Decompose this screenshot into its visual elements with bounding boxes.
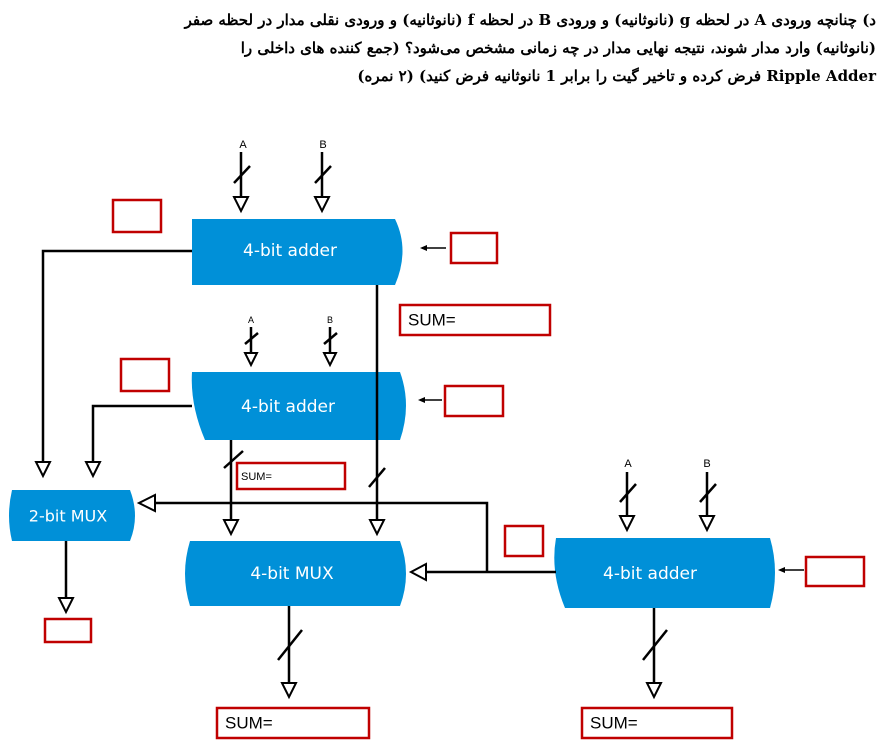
adder-top: 4-bit adder <box>192 219 403 285</box>
adder-top-input-b-label: B <box>319 139 326 151</box>
adder-top-body <box>192 219 403 285</box>
sum-box-right-frame[interactable] <box>580 706 734 740</box>
adder-right-label: 4-bit adder <box>603 564 697 584</box>
arrow-4bit-mux-out <box>280 682 298 700</box>
wire-top-adder-to-2bit-mux <box>41 249 192 462</box>
sum-box-mid: SUM= <box>235 461 347 491</box>
bus-slash-right-out <box>642 629 668 661</box>
adder-mid-label: 4-bit adder <box>241 397 335 417</box>
answer-box-top-left[interactable] <box>111 198 163 234</box>
arrow-4bit-mux-in-right <box>368 519 386 537</box>
adder-right-input-a-label: A <box>624 458 632 470</box>
bus-slash-mid-sum <box>223 450 244 469</box>
arrow-right-adder-out <box>645 682 663 700</box>
mux-4bit-body <box>185 541 406 606</box>
question-line-2: (نانوثانیه) وارد مدار شوند، نتیجه نهایی … <box>240 39 876 57</box>
sum-box-top-label: SUM= <box>408 310 456 329</box>
mux-4bit: 4-bit MUX <box>185 541 406 606</box>
adder-top-arrow-a <box>232 196 250 214</box>
adder-right-bus-slash-a <box>619 483 637 503</box>
adder-mid-bus-slash-a <box>244 332 259 345</box>
sum-box-mux: SUM= <box>215 706 371 740</box>
answer-box-right-carry[interactable] <box>804 555 866 588</box>
mux-4bit-label: 4-bit MUX <box>250 564 334 584</box>
arrow-select-2bit-mux <box>136 493 156 513</box>
bus-slash-4bit-mux-out <box>277 629 303 661</box>
adder-top-bus-slash-a <box>233 165 251 184</box>
sum-box-top: SUM= <box>398 303 552 337</box>
adder-right-arrow-b <box>698 515 716 533</box>
sum-box-right: SUM= <box>580 706 734 740</box>
arrow-2bit-mux-in-right <box>84 461 102 479</box>
arrow-4bit-mux-in-left <box>222 519 240 537</box>
adder-top-bus-slash-b <box>314 165 332 184</box>
mux-2bit-body <box>9 490 135 541</box>
adder-mid-body <box>191 372 406 440</box>
mux-2bit-label: 2-bit MUX <box>29 507 107 526</box>
sum-box-top-frame[interactable] <box>398 303 552 337</box>
adder-mid-arrow-a <box>243 352 259 368</box>
adder-right-input-b-label: B <box>703 458 710 470</box>
question-text: د) چنانچه ورودی A در لحظه g (نانوثانیه) … <box>10 6 876 90</box>
answer-box-mid-left[interactable] <box>119 357 171 393</box>
answer-box-right-select[interactable] <box>503 524 545 558</box>
mux-2bit: 2-bit MUX <box>9 490 135 541</box>
adder-mid-arrow-b <box>322 352 338 368</box>
sum-box-mid-label: SUM= <box>241 471 272 483</box>
adder-mid-input-b-label: B <box>327 315 333 325</box>
adder-right-body <box>554 538 775 608</box>
adder-mid-input-a-label: A <box>248 315 254 325</box>
adder-top-input-a-label: A <box>239 139 247 151</box>
bus-slash-top-sum <box>368 467 386 488</box>
question-line-1: د) چنانچه ورودی A در لحظه g (نانوثانیه) … <box>184 11 876 29</box>
adder-right-bus-slash-b <box>699 483 717 503</box>
sum-box-mux-label: SUM= <box>225 713 273 732</box>
arrow-select-4bit-mux <box>408 562 427 582</box>
sum-box-mux-frame[interactable] <box>215 706 371 740</box>
carry-arrow-top <box>420 245 427 251</box>
adder-mid-bus-slash-b <box>323 332 338 345</box>
wire-mid-adder-to-2bit-mux <box>91 404 192 462</box>
answer-box-mid-carry[interactable] <box>443 384 505 418</box>
wire-select-to-2bit-mux <box>155 501 489 572</box>
sum-box-right-label: SUM= <box>590 713 638 732</box>
answer-box-top-carry[interactable] <box>449 231 499 265</box>
arrow-2bit-mux-in-left <box>34 461 52 479</box>
adder-right: 4-bit adder <box>554 538 775 608</box>
arrow-2bit-mux-out <box>57 597 75 615</box>
adder-right-arrow-a <box>618 515 636 533</box>
sum-box-mid-frame[interactable] <box>235 461 347 491</box>
carry-arrow-mid <box>418 397 425 403</box>
answer-box-2bit-mux-out[interactable] <box>43 617 93 644</box>
carry-arrow-right <box>778 567 785 573</box>
question-line-3: Ripple Adder فرض کرده و تاخیر گیت را برا… <box>357 67 876 85</box>
adder-mid: 4-bit adder <box>191 372 406 440</box>
adder-top-label: 4-bit adder <box>243 241 337 261</box>
adder-top-arrow-b <box>313 196 331 214</box>
